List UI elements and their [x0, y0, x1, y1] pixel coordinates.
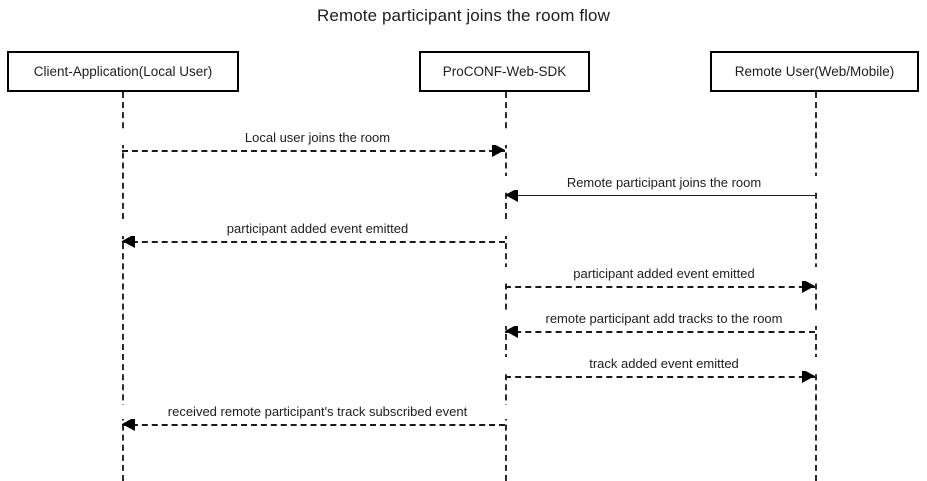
message-label-3: participant added event emitted: [122, 221, 513, 237]
message-line-5: [505, 331, 815, 333]
arrowhead-right-6: [802, 369, 815, 383]
message-label-4: participant added event emitted: [505, 266, 823, 282]
message-label-6: track added event emitted: [505, 356, 823, 372]
arrowhead-right-1: [492, 143, 505, 157]
message-line-3: [122, 241, 505, 243]
participant-box-sdk[interactable]: ProCONF-Web-SDK: [419, 51, 590, 92]
participant-label-client: Client-Application(Local User): [33, 63, 213, 79]
message-line-7: [122, 424, 505, 426]
arrowhead-right-4: [802, 279, 815, 293]
message-label-2: Remote participant joins the room: [505, 175, 823, 191]
participant-label-remote: Remote User(Web/Mobile): [734, 63, 895, 79]
lifeline-client: [122, 92, 124, 481]
message-label-1: Local user joins the room: [122, 130, 513, 146]
participant-label-sdk: ProCONF-Web-SDK: [442, 63, 567, 79]
message-line-1: [122, 150, 505, 152]
lifeline-remote: [815, 92, 817, 481]
arrowhead-left-5: [505, 324, 518, 338]
message-line-4: [505, 286, 815, 288]
arrowhead-left-3: [122, 234, 135, 248]
participant-box-client[interactable]: Client-Application(Local User): [7, 51, 239, 92]
arrowhead-left-7: [122, 417, 135, 431]
message-line-6: [505, 376, 815, 378]
message-label-7: received remote participant's track subs…: [122, 404, 513, 420]
diagram-title: Remote participant joins the room flow: [317, 6, 610, 25]
arrowhead-left-2: [505, 188, 518, 202]
message-line-2: [505, 195, 815, 196]
participant-box-remote[interactable]: Remote User(Web/Mobile): [710, 51, 919, 92]
message-label-5: remote participant add tracks to the roo…: [505, 311, 823, 327]
